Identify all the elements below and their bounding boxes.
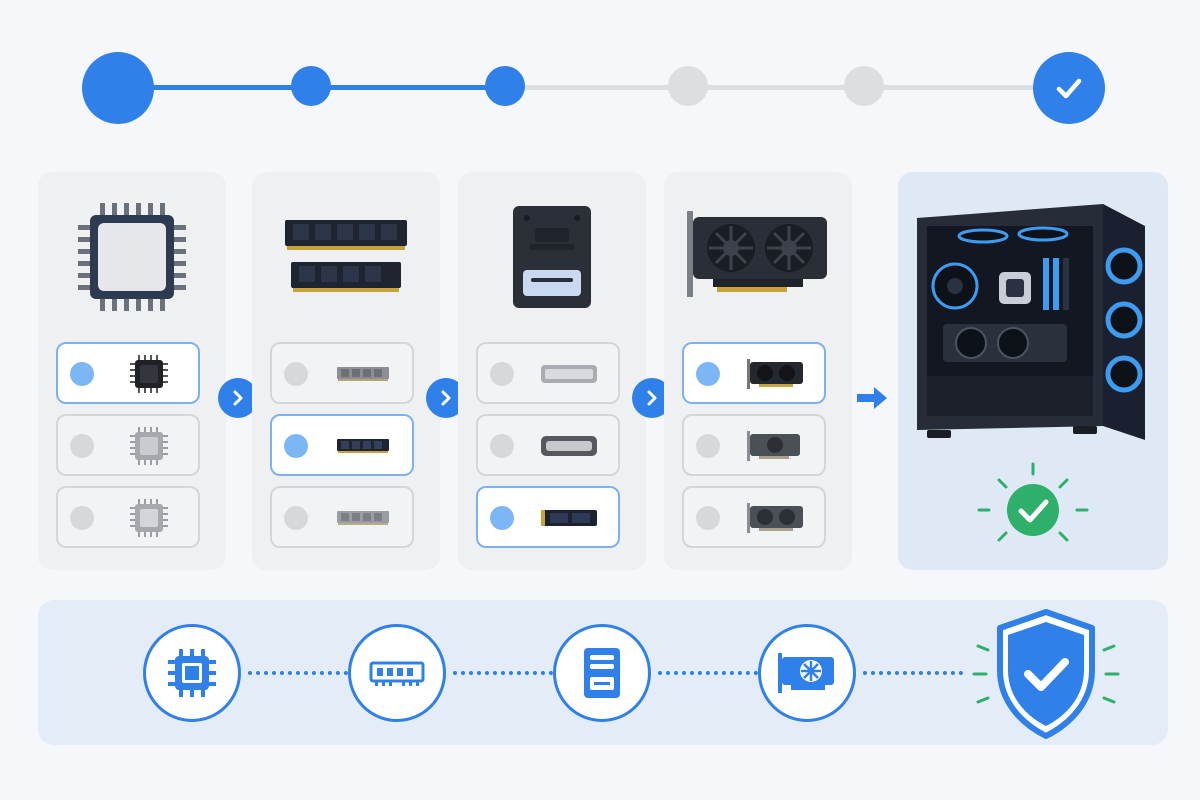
gpu-option-1[interactable] <box>682 342 826 404</box>
cpu-icon <box>168 649 216 697</box>
stepper-step-4[interactable] <box>668 66 708 106</box>
gpu-column <box>664 172 852 570</box>
cpu-option-3[interactable] <box>56 486 200 548</box>
ssd-icon <box>458 192 646 322</box>
check-circle-icon <box>977 462 1089 542</box>
cpu-option-1[interactable] <box>56 342 200 404</box>
ssd-drive-icon <box>534 428 604 464</box>
ram-icon <box>369 661 425 686</box>
chevron-right-icon <box>441 390 451 406</box>
storage-option-3[interactable] <box>476 486 620 548</box>
radio-selected[interactable] <box>70 362 94 386</box>
gpu-option-2[interactable] <box>682 414 826 476</box>
pc-case-icon <box>917 204 1145 440</box>
cpu-chip-icon <box>114 427 184 465</box>
summary-storage <box>553 624 651 722</box>
stepper-step-6[interactable] <box>1033 52 1105 124</box>
ssd-drive-icon <box>534 356 604 392</box>
check-icon <box>1056 78 1082 99</box>
radio-selected[interactable] <box>490 506 514 530</box>
connector-dots <box>863 671 963 675</box>
cpu-column <box>38 172 226 570</box>
build-result-panel <box>898 172 1168 570</box>
gpu-icon <box>778 653 834 693</box>
cpu-chip-icon <box>114 355 184 393</box>
cpu-chip-icon <box>114 499 184 537</box>
stepper-step-1[interactable] <box>82 52 154 124</box>
shield-check-icon <box>966 606 1126 742</box>
ram-stick-icon <box>328 356 398 392</box>
ram-stick-icon <box>328 428 398 464</box>
cpu-option-2[interactable] <box>56 414 200 476</box>
connector-dots <box>658 671 758 675</box>
radio-unselected[interactable] <box>284 362 308 386</box>
radio-unselected[interactable] <box>70 434 94 458</box>
ram-icon <box>252 192 440 322</box>
gpu-card-icon <box>740 500 810 536</box>
storage-option-2[interactable] <box>476 414 620 476</box>
ram-option-2[interactable] <box>270 414 414 476</box>
stepper-step-5[interactable] <box>844 66 884 106</box>
build-arrow-icon <box>852 378 892 418</box>
stepper-line-pending <box>518 85 1078 90</box>
gpu-icon <box>664 192 852 322</box>
radio-unselected[interactable] <box>284 506 308 530</box>
next-arrow-button[interactable] <box>218 378 258 418</box>
connector-dots <box>453 671 553 675</box>
radio-unselected[interactable] <box>696 506 720 530</box>
radio-unselected[interactable] <box>70 506 94 530</box>
stepper-step-2[interactable] <box>291 66 331 106</box>
radio-unselected[interactable] <box>696 434 720 458</box>
radio-unselected[interactable] <box>490 362 514 386</box>
progress-stepper <box>0 0 1200 180</box>
summary-cpu <box>143 624 241 722</box>
storage-icon <box>584 648 620 698</box>
storage-option-1[interactable] <box>476 342 620 404</box>
chevron-right-icon <box>233 390 243 406</box>
storage-column <box>458 172 646 570</box>
cpu-icon <box>38 192 226 322</box>
ram-option-3[interactable] <box>270 486 414 548</box>
ram-stick-icon <box>328 500 398 536</box>
nvme-ssd-icon <box>534 500 604 536</box>
chevron-right-icon <box>647 390 657 406</box>
summary-gpu <box>758 624 856 722</box>
gpu-card-icon <box>740 428 810 464</box>
build-summary-strip <box>38 600 1168 745</box>
connector-dots <box>248 671 348 675</box>
stepper-step-3[interactable] <box>485 66 525 106</box>
gpu-option-3[interactable] <box>682 486 826 548</box>
ram-option-1[interactable] <box>270 342 414 404</box>
ram-column <box>252 172 440 570</box>
radio-selected[interactable] <box>696 362 720 386</box>
radio-unselected[interactable] <box>490 434 514 458</box>
gpu-card-icon <box>740 356 810 392</box>
radio-selected[interactable] <box>284 434 308 458</box>
summary-ram <box>348 624 446 722</box>
